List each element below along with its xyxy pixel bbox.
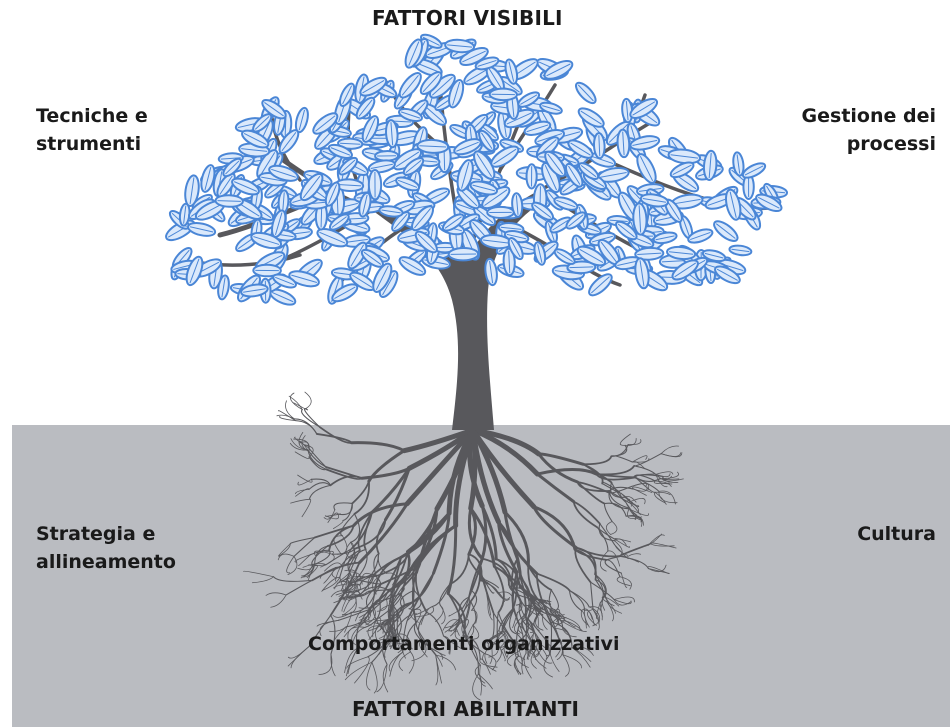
root-line <box>480 659 497 667</box>
root-line <box>291 499 310 503</box>
root-line <box>583 456 611 464</box>
root-line <box>319 654 332 674</box>
root-line <box>620 434 630 445</box>
root-line <box>574 502 598 528</box>
root-line <box>597 466 635 475</box>
leaf <box>711 218 741 245</box>
root-line <box>537 574 570 591</box>
root-line <box>551 590 558 610</box>
label-techniques-tools: Tecniche e strumenti <box>36 104 148 156</box>
root-line <box>606 560 620 577</box>
leaf <box>449 248 479 261</box>
label-culture: Cultura <box>857 522 936 546</box>
root-line <box>295 452 309 459</box>
leaf <box>417 139 448 153</box>
root-line <box>352 443 405 451</box>
root-line <box>606 521 612 534</box>
root-line <box>305 392 311 409</box>
root-line <box>549 590 555 610</box>
label-techniques-tools-line1: Tecniche e <box>36 104 148 128</box>
root-line <box>266 593 286 596</box>
root-line <box>661 453 682 457</box>
title-enabling-factors: FATTORI ABILITANTI <box>352 697 579 721</box>
root-line <box>661 446 679 454</box>
root-line <box>591 582 594 609</box>
leaf <box>526 164 536 188</box>
root-line <box>372 662 377 693</box>
leaf <box>487 207 514 218</box>
root-line <box>448 526 456 594</box>
label-strategy-alignment-line1: Strategia e <box>36 522 176 546</box>
label-strategy-alignment-line2: allineamento <box>36 550 176 574</box>
root-line <box>383 664 388 692</box>
leaf <box>187 221 217 238</box>
leaf <box>741 160 767 180</box>
leaf <box>729 244 752 256</box>
root-line <box>289 396 302 409</box>
root-line <box>252 577 273 583</box>
leaf <box>375 151 398 161</box>
root-line <box>299 555 311 566</box>
root-line <box>600 551 607 571</box>
root-line <box>271 595 286 607</box>
root-line <box>317 434 352 443</box>
root-line <box>324 510 335 520</box>
root-line <box>294 538 315 557</box>
root-line <box>626 557 638 562</box>
root-line <box>274 577 313 582</box>
root-line <box>333 521 343 529</box>
root-line <box>315 546 328 565</box>
root-line <box>534 507 576 548</box>
root-line <box>593 610 599 630</box>
root-line <box>244 571 274 577</box>
label-process-management: Gestione dei processi <box>802 104 936 156</box>
root-line <box>584 610 589 627</box>
root-line <box>436 655 438 685</box>
leaf <box>593 133 605 159</box>
root-line <box>621 573 626 587</box>
root-line <box>604 504 612 522</box>
root-line <box>563 655 570 677</box>
label-process-management-line1: Gestione dei <box>802 104 936 128</box>
root-line <box>295 555 310 562</box>
root-line <box>611 521 617 534</box>
label-strategy-alignment: Strategia e allineamento <box>36 522 176 574</box>
root-line <box>334 503 352 510</box>
root-line <box>537 470 596 475</box>
root-line <box>634 466 656 475</box>
root-line <box>619 556 649 568</box>
root-line <box>309 485 330 499</box>
root-line <box>632 456 647 462</box>
leaf <box>634 151 660 185</box>
title-visible-factors: FATTORI VISIBILI <box>372 6 563 30</box>
leaf <box>573 80 599 106</box>
root-line <box>287 556 294 572</box>
label-process-management-line2: processi <box>802 132 936 156</box>
root-line <box>334 536 342 554</box>
root-line <box>302 499 311 517</box>
root-line <box>311 479 330 485</box>
leaf <box>369 170 382 199</box>
root-line <box>286 580 312 595</box>
root-line <box>330 476 362 485</box>
root-line <box>563 655 582 668</box>
root-line <box>654 492 665 503</box>
leaf <box>490 88 517 100</box>
label-organizational-behaviors: Comportamenti organizzativi <box>308 632 619 656</box>
leaf <box>617 129 630 157</box>
root-line <box>626 554 640 558</box>
root-line <box>288 647 309 667</box>
leaf <box>553 195 579 213</box>
root-line <box>634 454 661 466</box>
leaf <box>723 188 743 221</box>
label-techniques-tools-line2: strumenti <box>36 132 148 156</box>
leaf <box>215 195 243 207</box>
root-line <box>298 475 313 482</box>
root-line <box>366 662 371 690</box>
